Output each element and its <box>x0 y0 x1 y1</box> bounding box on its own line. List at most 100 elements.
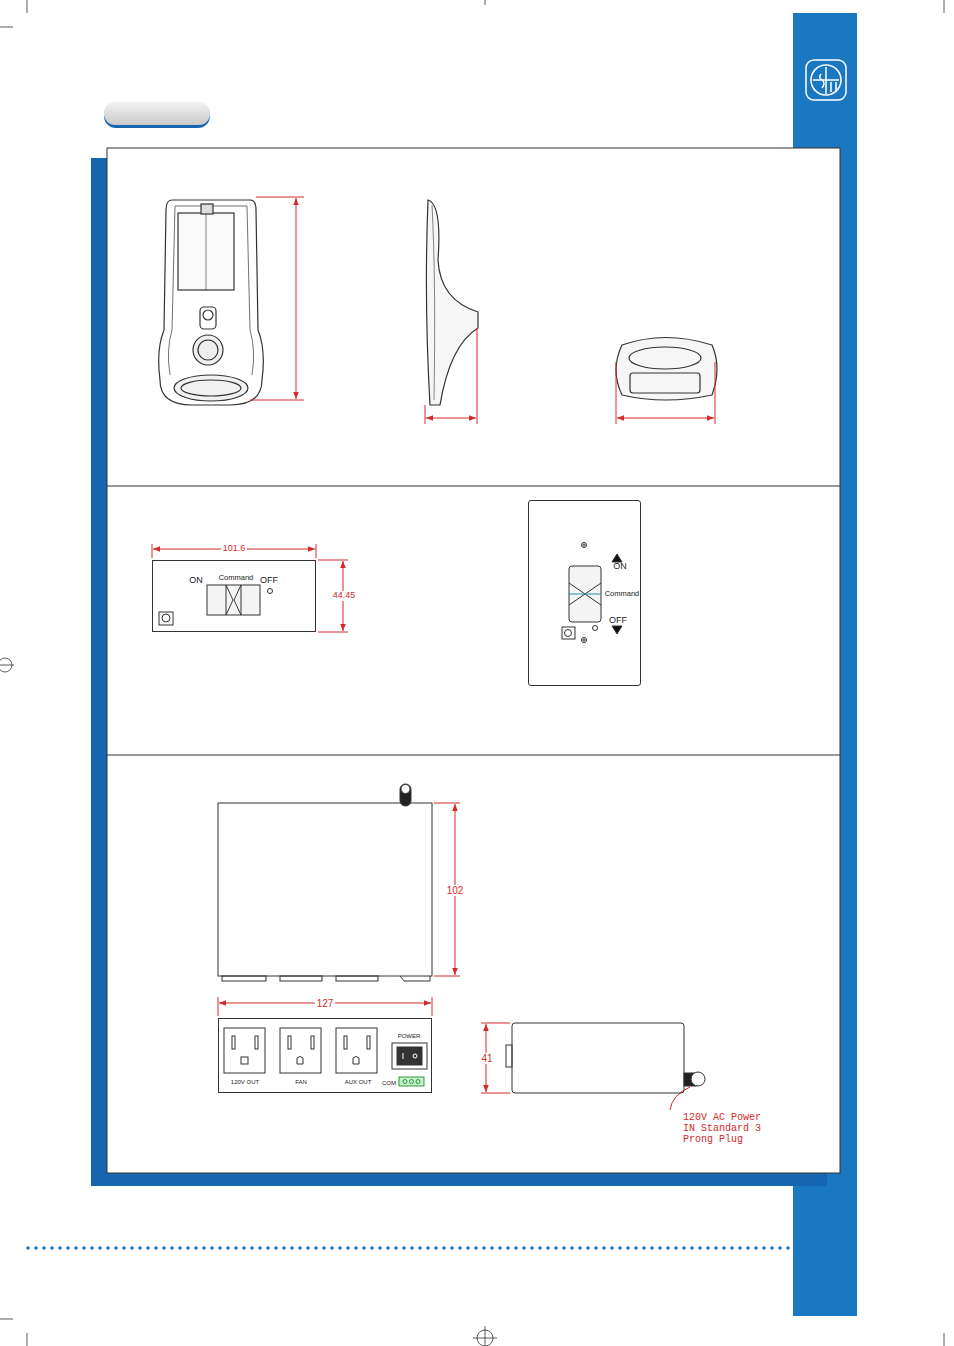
controller-front-parts-part <box>288 1036 291 1049</box>
controller-side-view-part <box>512 1023 684 1093</box>
switch-plate-parts-part <box>159 612 173 625</box>
crop-marks-part <box>944 0 945 13</box>
wall-plate: ONCommandOFF <box>528 500 641 686</box>
crop-marks-part <box>27 1333 28 1346</box>
wall-plate-parts-part <box>569 594 601 595</box>
controller-front-parts-part <box>403 1080 407 1084</box>
switch-plate-parts-part <box>207 585 260 615</box>
panel-label: COM <box>382 1080 396 1087</box>
crop-marks-part <box>473 1338 497 1339</box>
remote-front-view-part <box>198 340 218 360</box>
controller-top-view-part <box>401 785 410 794</box>
front-panel: 120V OUTFANAUX OUTPOWERCOM <box>218 1018 432 1093</box>
controller-front-parts-part <box>224 1028 265 1073</box>
controller-side-view-part <box>691 1072 705 1086</box>
remote-top-view <box>616 338 717 401</box>
company-logo-part <box>806 60 846 100</box>
crop-marks-part <box>485 0 486 5</box>
controller-front-parts-part <box>397 1047 422 1065</box>
panel-label: AUX OUT <box>345 1079 372 1086</box>
page-frame-part <box>107 148 840 1173</box>
controller-front-parts-part <box>344 1036 347 1049</box>
page-frame-part <box>107 755 840 756</box>
wall-plate-parts-part <box>612 554 622 562</box>
controller-front-parts-part <box>403 1053 404 1059</box>
wall-plate-parts-part <box>569 583 601 605</box>
wall-plate-parts-part <box>583 639 585 641</box>
wall-plate-parts-part <box>582 638 587 643</box>
dimension-label: 44.45 <box>331 591 358 601</box>
dimension-lines-part <box>481 1093 510 1094</box>
remote-top-view-part <box>630 373 700 393</box>
remote-front-view-part <box>200 307 216 329</box>
controller-side-view <box>506 1023 705 1093</box>
dimension-lines-part <box>434 803 460 804</box>
panel-label: ON <box>613 562 627 572</box>
controller-top-view-part <box>336 976 378 981</box>
crop-marks-part <box>485 1326 486 1346</box>
company-logo <box>806 60 846 100</box>
wall-plate-parts-part <box>593 626 598 631</box>
dimension-lines-part <box>617 418 714 419</box>
remote-front-view-part <box>159 200 264 405</box>
page-frame <box>28 13 857 1316</box>
dimension-lines-part <box>256 197 304 198</box>
controller-front-parts-part <box>367 1036 370 1049</box>
controller-front-parts-part <box>241 1057 248 1064</box>
remote-front-view-part <box>174 375 248 401</box>
remote-front-view-part <box>201 204 213 214</box>
dimension-lines-part <box>318 632 348 633</box>
dimension-lines-part <box>250 400 304 401</box>
dimension-lines-part <box>318 560 348 561</box>
controller-front-parts-part <box>410 1080 414 1084</box>
dimension-lines-part <box>316 544 317 558</box>
remote-front-view-part <box>178 213 234 290</box>
wall-plate-parts-part <box>583 544 585 546</box>
remote-front-view-part <box>168 206 253 375</box>
remote-front-view-part <box>203 310 213 320</box>
dimension-label: 102 <box>445 885 466 896</box>
controller-front-parts-part <box>399 1077 424 1086</box>
crop-marks-part <box>944 1333 945 1346</box>
switch-plate: ONCommandOFF <box>152 560 316 632</box>
controller-front-parts-part <box>232 1036 235 1049</box>
remote-side-view <box>426 200 478 405</box>
dimension-lines-part <box>152 544 153 558</box>
dimension-lines-part <box>477 328 478 424</box>
crop-marks-part <box>0 27 13 28</box>
remote-side-view-part <box>432 205 435 400</box>
wall-plate-parts-part <box>562 627 575 639</box>
dimension-lines-part <box>296 198 297 399</box>
remote-side-view-part <box>426 200 478 405</box>
switch-plate-parts-part <box>226 585 241 615</box>
remote-front-view-part <box>193 335 223 365</box>
controller-top-view-part <box>280 976 322 981</box>
crop-marks-part <box>0 1319 13 1320</box>
dimension-lines-part <box>715 362 716 424</box>
remote-front-view-part <box>206 213 207 290</box>
controller-front-parts-part <box>280 1028 321 1073</box>
crop-marks-part <box>0 665 14 666</box>
callout-note: 120V AC Power IN Standard 3 Prong Plug <box>683 1112 761 1145</box>
crop-marks-part <box>27 0 28 13</box>
remote-top-view-part <box>629 347 701 369</box>
page-frame-part <box>104 102 210 125</box>
panel-label: POWER <box>398 1033 421 1040</box>
dimension-label: 41 <box>479 1053 494 1064</box>
dimension-lines-part <box>426 418 476 419</box>
dimension-lines-part <box>218 997 219 1016</box>
dimension-label: 101.6 <box>221 544 248 554</box>
wall-plate-parts-part <box>569 566 601 622</box>
wall-plate-parts-part <box>612 626 622 634</box>
dimension-lines <box>152 197 715 1110</box>
controller-front-parts-part <box>353 1057 359 1065</box>
controller-top-view <box>218 784 432 981</box>
panel-label: OFF <box>260 576 278 586</box>
dimension-lines-part <box>481 1023 510 1024</box>
controller-top-view-part <box>400 784 411 806</box>
remote-front-view <box>159 200 264 405</box>
controller-front-parts-part <box>416 1080 420 1084</box>
dimension-label: 127 <box>315 998 336 1009</box>
